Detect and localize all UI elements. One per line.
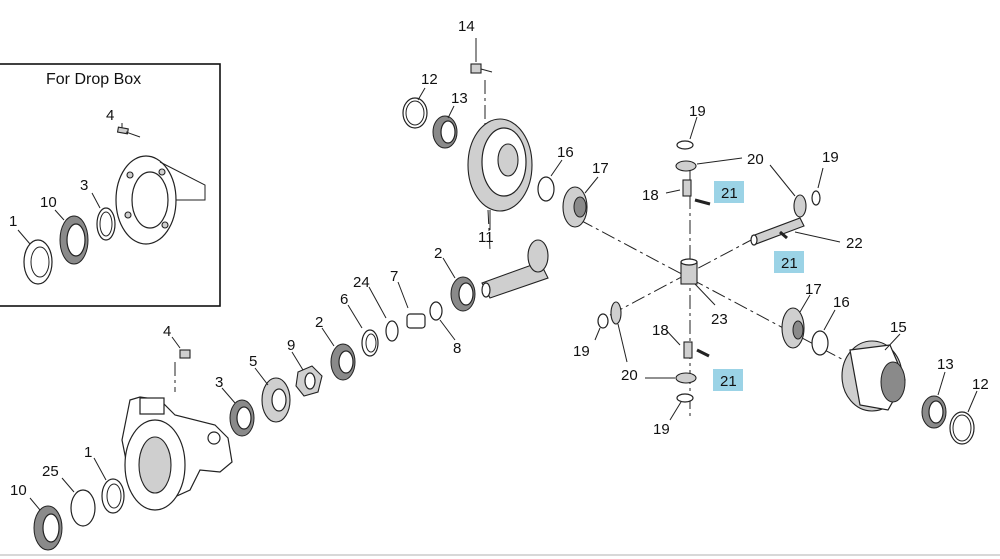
callout-16-right[interactable]: 16 (833, 294, 850, 311)
seal-1 (93, 457, 125, 514)
snap-ring-3-inset (91, 192, 116, 241)
callout-19-right[interactable]: 19 (822, 149, 839, 166)
highlight-21-mid (774, 251, 804, 273)
roll-pin-21-top (694, 198, 711, 206)
bolt-14 (470, 38, 493, 74)
callout-1[interactable]: 1 (84, 444, 92, 461)
callout-2-lower[interactable]: 2 (315, 314, 323, 331)
callout-labels: 14 12 13 16 17 19 20 19 18 21 22 21 11 2… (10, 18, 989, 499)
callout-23[interactable]: 23 (711, 311, 728, 328)
callout-12[interactable]: 12 (421, 71, 438, 88)
spacer-7 (397, 281, 426, 329)
callout-24[interactable]: 24 (353, 274, 370, 291)
callout-21-bottom[interactable]: 21 (720, 373, 737, 390)
bearing-2-lower (321, 327, 356, 381)
bolt-4-inset (116, 123, 141, 138)
callout-20[interactable]: 20 (747, 151, 764, 168)
side-gear-17-top (562, 176, 599, 228)
shim-16-top (537, 159, 563, 202)
highlight-21-bottom (713, 369, 743, 391)
callout-1-inset: 1 (9, 213, 17, 230)
bearing-10-inset (54, 209, 89, 265)
pinion-gear-20-bottom (645, 372, 697, 384)
callout-17[interactable]: 17 (592, 160, 609, 177)
pin-18-top (665, 179, 692, 197)
callout-2-upper[interactable]: 2 (434, 245, 442, 262)
drop-box-inset: For Drop Box (0, 63, 221, 307)
shim-16-right (811, 309, 836, 356)
pinion-gear-20-right (769, 164, 824, 218)
nut-9 (291, 351, 323, 397)
callout-22[interactable]: 22 (846, 235, 863, 252)
ring-8 (429, 301, 456, 341)
callout-5[interactable]: 5 (249, 353, 257, 370)
pinion-shaft-11 (481, 239, 549, 299)
snap-ring-12-top (402, 87, 428, 129)
bearing-3 (221, 387, 255, 437)
callout-10-inset: 10 (40, 194, 57, 211)
thrust-washer-19-bottom (669, 393, 694, 421)
callout-4[interactable]: 4 (163, 323, 171, 340)
cross-shaft-22 (750, 217, 841, 246)
callout-13-right[interactable]: 13 (937, 356, 954, 373)
shim-24 (368, 286, 399, 342)
flange-5 (254, 367, 291, 423)
callout-4-inset: 4 (106, 107, 114, 124)
callout-14[interactable]: 14 (458, 18, 475, 35)
callout-11[interactable]: 11 (478, 229, 494, 246)
ring-25 (61, 477, 96, 527)
callout-25[interactable]: 25 (42, 463, 59, 480)
callout-19-left[interactable]: 19 (573, 343, 590, 360)
highlight-21-top (714, 181, 744, 203)
callout-6[interactable]: 6 (340, 291, 348, 308)
callout-18[interactable]: 18 (642, 187, 659, 204)
callout-13[interactable]: 13 (451, 90, 468, 107)
roll-pin-21-bottom (696, 348, 710, 358)
callout-8[interactable]: 8 (453, 340, 461, 357)
bearing-13-right (921, 371, 947, 429)
callout-15[interactable]: 15 (890, 319, 907, 336)
bearing-2-upper (442, 257, 476, 312)
callout-12-right[interactable]: 12 (972, 376, 989, 393)
drop-box-housing (115, 155, 206, 245)
callout-21-mid[interactable]: 21 (781, 255, 798, 272)
bearing-race-6 (347, 304, 379, 357)
callout-19[interactable]: 19 (689, 103, 706, 120)
callout-20-bottom[interactable]: 20 (621, 367, 638, 384)
seal-1-inset (17, 229, 53, 285)
callout-21[interactable]: 21 (721, 185, 738, 202)
ring-gear-11 (467, 118, 533, 230)
callout-3-inset: 3 (80, 177, 88, 194)
callout-7[interactable]: 7 (390, 268, 398, 285)
side-gear-17-right (781, 294, 811, 349)
bolt-4 (171, 336, 191, 359)
spider-block-23 (680, 258, 716, 306)
bearing-13-top (432, 105, 458, 149)
axle-housing (121, 396, 233, 511)
snap-ring-12-right (949, 390, 978, 445)
pin-18-bottom (665, 329, 693, 359)
inset-title: For Drop Box (46, 71, 141, 88)
callout-17-right[interactable]: 17 (805, 281, 822, 298)
pinion-gear-20-left (610, 301, 628, 363)
callout-3[interactable]: 3 (215, 374, 223, 391)
diff-case-15 (841, 333, 906, 412)
bearing-10 (29, 497, 63, 551)
callout-18-bottom[interactable]: 18 (652, 322, 669, 339)
callout-16[interactable]: 16 (557, 144, 574, 161)
callout-9[interactable]: 9 (287, 337, 295, 354)
thrust-washer-19-left (594, 313, 609, 341)
thrust-washer-19-top (676, 116, 698, 150)
callout-19-bottom[interactable]: 19 (653, 421, 670, 438)
callout-10[interactable]: 10 (10, 482, 27, 499)
pinion-gear-20-top (675, 157, 743, 172)
